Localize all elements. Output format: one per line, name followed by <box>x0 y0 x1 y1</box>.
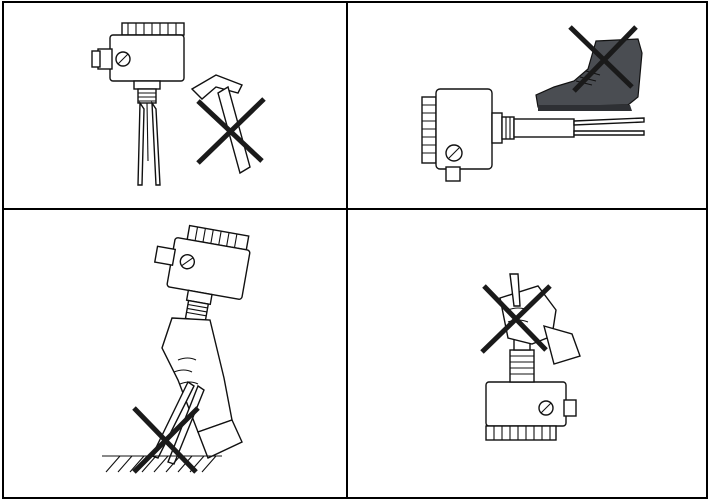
panel-divider-vertical <box>346 1 348 499</box>
twisting-illustration <box>480 273 581 441</box>
striking-illustration <box>102 224 251 474</box>
ground-hatching <box>102 455 222 473</box>
hammer-illustration <box>91 22 266 186</box>
panel-hammer <box>2 1 348 210</box>
sensor-housing-inverted <box>485 333 577 441</box>
prohibited-cross-3 <box>132 406 200 474</box>
panel-divider-horizontal <box>2 208 708 210</box>
sensor-housing-tilted <box>153 224 251 323</box>
panel-twisting <box>348 210 708 499</box>
sensor-housing-horizontal <box>421 88 515 182</box>
panel-boot <box>348 1 708 210</box>
prohibited-cross-4 <box>480 284 552 354</box>
hand-icon <box>499 273 581 365</box>
sensor-housing <box>91 22 185 104</box>
prohibited-cross-2 <box>568 25 638 93</box>
tuning-forks <box>137 100 161 186</box>
prohibited-cross-1 <box>196 97 266 165</box>
boot-illustration <box>421 25 645 182</box>
hand-icon <box>161 317 243 459</box>
panel-striking <box>2 210 348 499</box>
tuning-forks-horizontal <box>513 117 645 138</box>
